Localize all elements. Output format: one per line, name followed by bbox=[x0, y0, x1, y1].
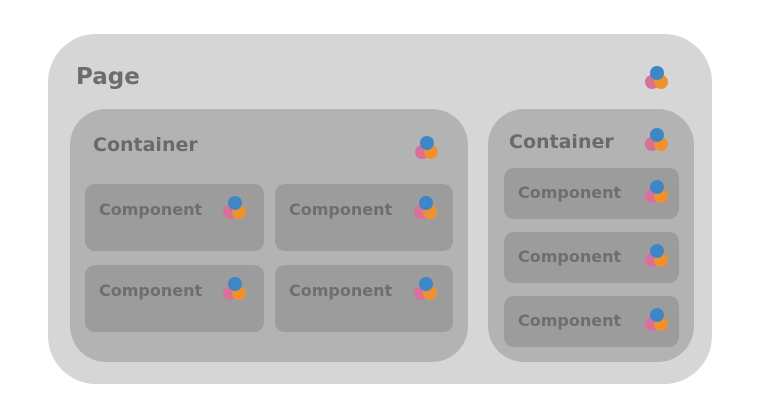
component-box: Component bbox=[504, 168, 679, 219]
component-box: Component bbox=[504, 296, 679, 347]
container-label: Container bbox=[509, 131, 614, 153]
blue-circle bbox=[650, 308, 664, 322]
container-box-right: Container Component Component Component bbox=[488, 109, 694, 362]
component-label: Component bbox=[289, 281, 393, 300]
blue-circle bbox=[650, 244, 664, 258]
color-blend-icon bbox=[643, 306, 671, 334]
component-box: Component bbox=[85, 184, 264, 251]
blue-circle bbox=[228, 277, 242, 291]
component-label: Component bbox=[518, 247, 622, 266]
blue-circle bbox=[228, 196, 242, 210]
component-label: Component bbox=[518, 183, 622, 202]
component-box: Component bbox=[504, 232, 679, 283]
container-box-left: Container Component Component Component … bbox=[70, 109, 468, 362]
color-blend-icon bbox=[643, 126, 671, 154]
component-label: Component bbox=[518, 311, 622, 330]
page-box: Page Container Component Component Compo… bbox=[48, 34, 712, 384]
component-label: Component bbox=[99, 200, 203, 219]
color-blend-icon bbox=[221, 194, 249, 222]
color-blend-icon bbox=[412, 194, 440, 222]
blue-circle bbox=[420, 136, 434, 150]
color-blend-icon bbox=[412, 275, 440, 303]
color-blend-icon bbox=[643, 178, 671, 206]
blue-circle bbox=[419, 196, 433, 210]
component-box: Component bbox=[275, 265, 453, 332]
component-label: Component bbox=[99, 281, 203, 300]
component-label: Component bbox=[289, 200, 393, 219]
color-blend-icon bbox=[643, 242, 671, 270]
component-box: Component bbox=[85, 265, 264, 332]
blue-circle bbox=[650, 66, 664, 80]
container-label: Container bbox=[93, 134, 198, 156]
blue-circle bbox=[650, 180, 664, 194]
color-blend-icon bbox=[413, 134, 441, 162]
component-box: Component bbox=[275, 184, 453, 251]
page-label: Page bbox=[76, 64, 140, 90]
blue-circle bbox=[419, 277, 433, 291]
color-blend-icon bbox=[643, 64, 671, 92]
color-blend-icon bbox=[221, 275, 249, 303]
blue-circle bbox=[650, 128, 664, 142]
